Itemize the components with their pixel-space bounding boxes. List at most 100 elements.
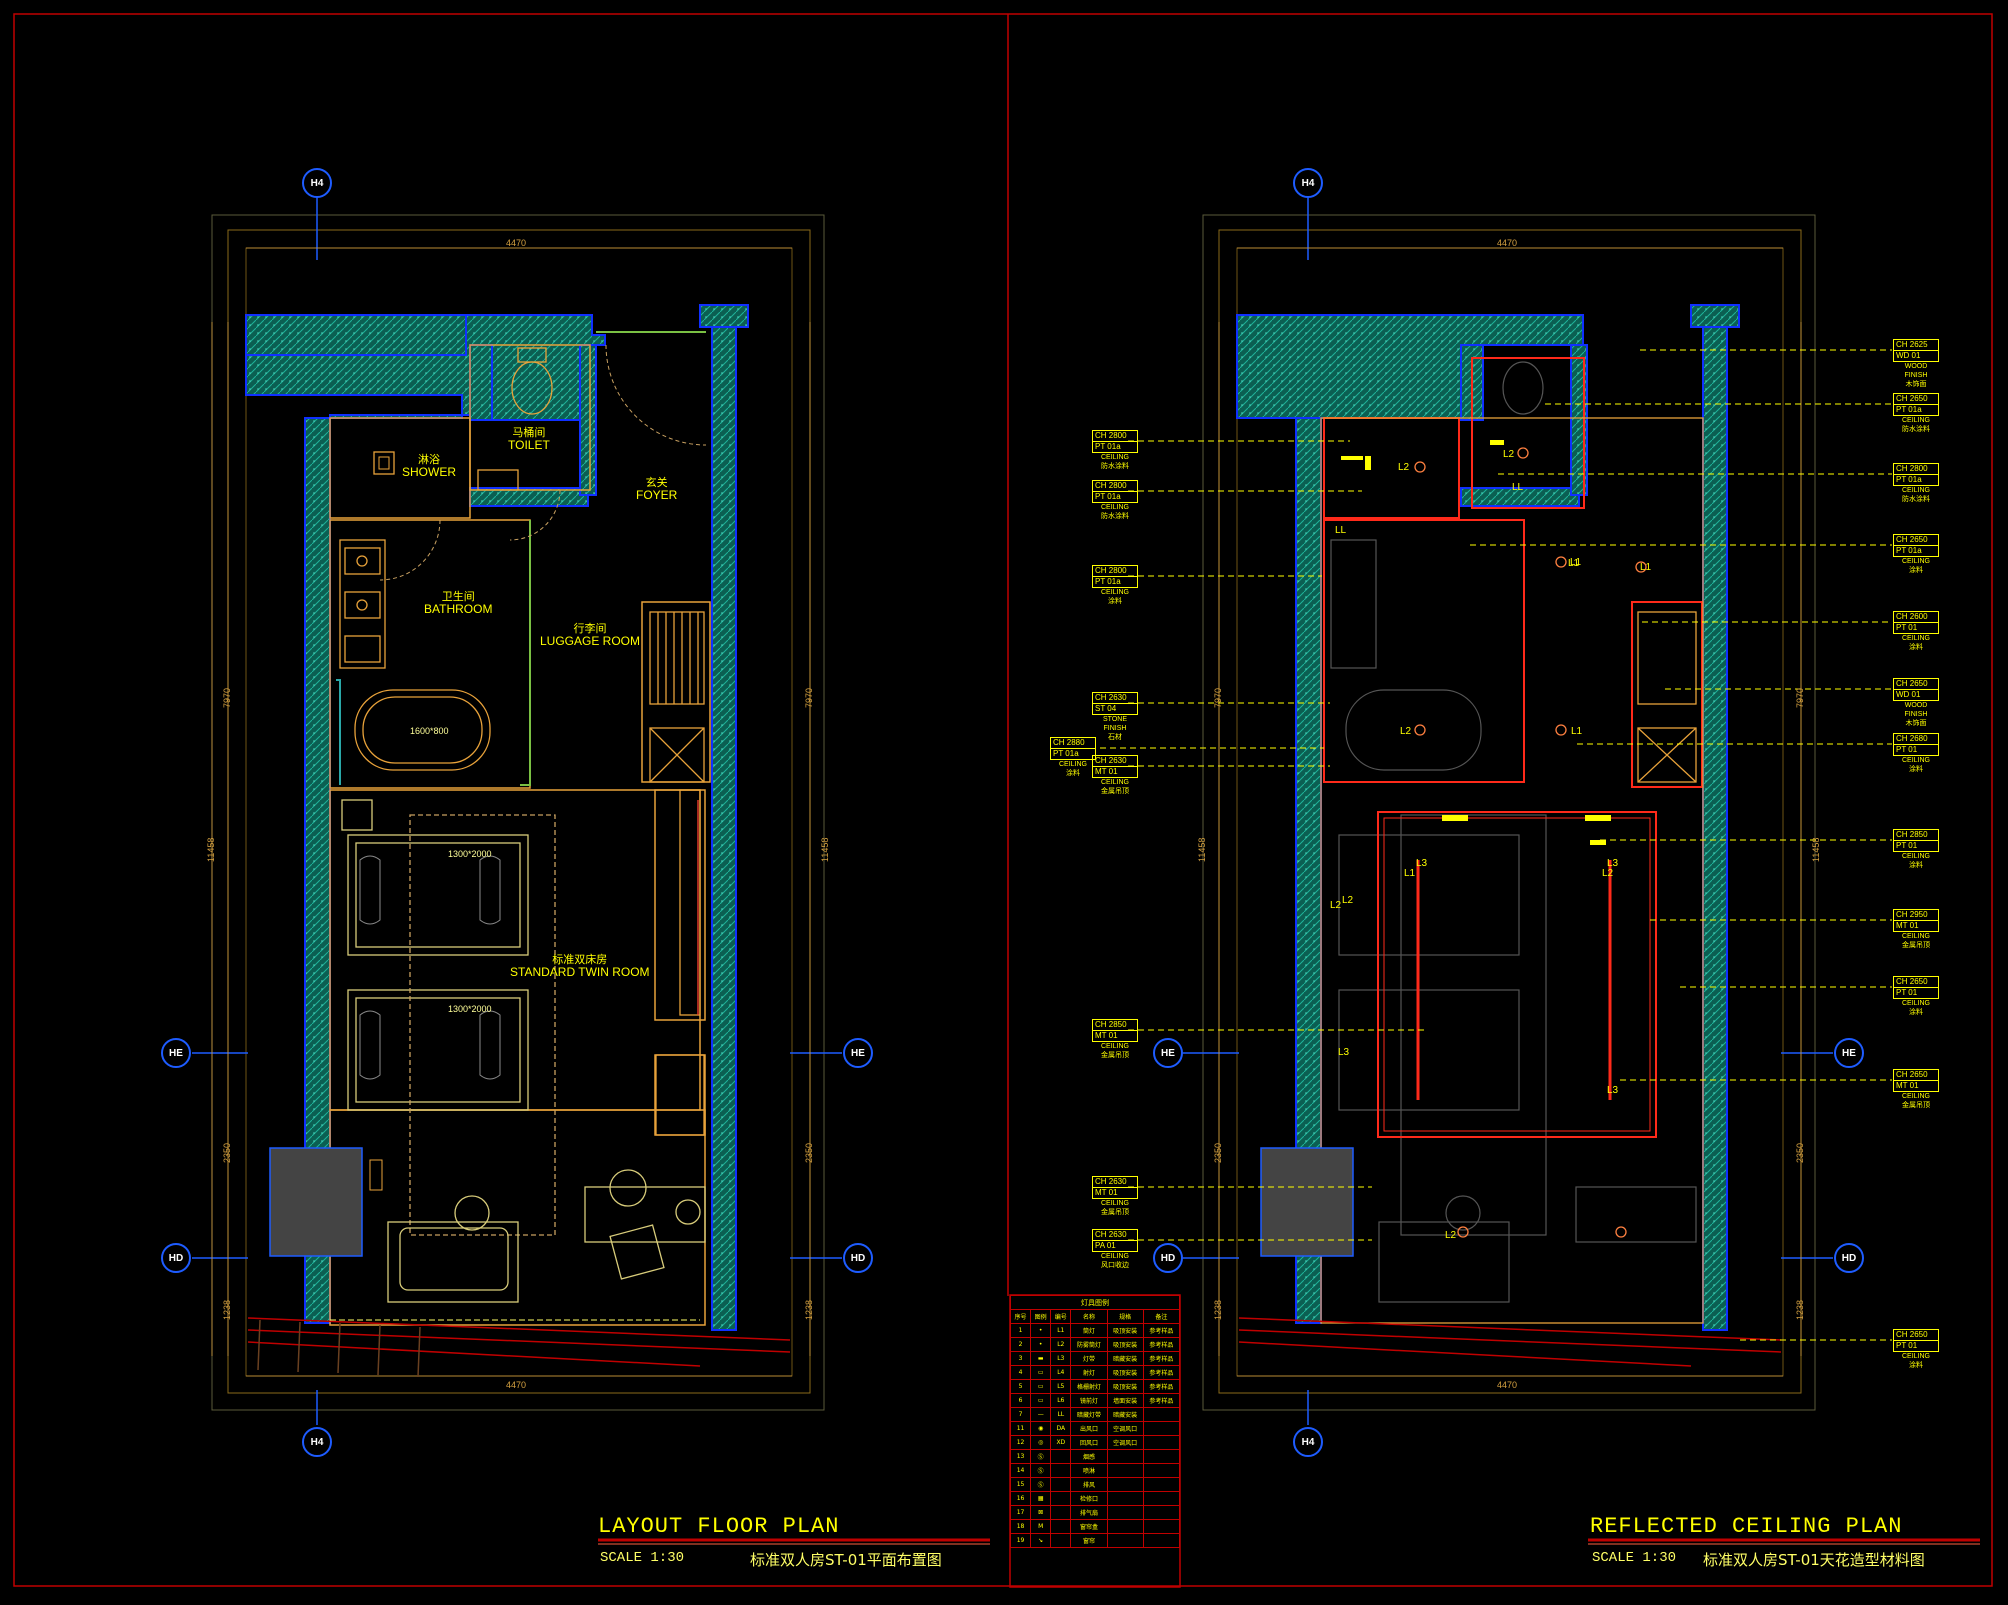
tag-ceiling-height: CH 2630 (1093, 756, 1137, 767)
legend-cell: 烟感 (1070, 1449, 1108, 1464)
grid-bubble-hd-right-2[interactable]: HD (1834, 1243, 1864, 1273)
legend-header-cell: 备注 (1142, 1309, 1181, 1324)
legend-cell (1142, 1421, 1181, 1436)
grid-bubble-he-right-1[interactable]: HE (1153, 1038, 1183, 1068)
ceiling-light-label: L1 (1640, 562, 1652, 573)
ceiling-light-label: L1 (1404, 868, 1416, 879)
legend-row: 17⊠排气扇 (1009, 1505, 1181, 1520)
grid-bubble-he-right-2[interactable]: HE (1834, 1038, 1864, 1068)
tag-material-code: PT 01 (1896, 841, 1918, 850)
room-label-foyer[interactable]: 玄关 FOYER (636, 478, 678, 502)
tag-description: CEILING (1100, 504, 1129, 511)
tag-ceiling-height: CH 2880 (1051, 738, 1095, 749)
grid-bubble-top-right[interactable]: H4 (1293, 168, 1323, 198)
legend-cell: 排气扇 (1070, 1505, 1108, 1520)
legend-cell: 镜前灯 (1070, 1393, 1108, 1408)
grid-bubble-he-left-1[interactable]: HE (161, 1038, 191, 1068)
legend-cell: Ⓢ (1030, 1477, 1052, 1492)
legend-cell: 窗帘 (1070, 1533, 1108, 1548)
ceiling-light-label: L1 (1568, 558, 1580, 569)
room-toilet-cn: 马桶间 (512, 427, 546, 439)
tag-material-code: PA 01 (1095, 1241, 1116, 1250)
tag-description: CEILING (1100, 454, 1129, 461)
room-label-shower[interactable]: 淋浴 SHOWER (402, 455, 456, 479)
tag-description-cn: 防水涂料 (1902, 426, 1930, 433)
tag-description-cn: 金属吊顶 (1101, 788, 1129, 795)
legend-cell: ▭ (1030, 1393, 1052, 1408)
dim-width-bottom-right: 4470 (1497, 1380, 1518, 1390)
grid-bubble-he-left-2[interactable]: HE (843, 1038, 873, 1068)
legend-cell (1106, 1505, 1144, 1520)
legend-cell: 喷淋 (1070, 1463, 1108, 1478)
ceiling-light-label: L2 (1602, 868, 1614, 879)
legend-cell: 防雾筒灯 (1070, 1337, 1108, 1352)
tag-description-cn: 金属吊顶 (1902, 942, 1930, 949)
tag-description: WOOD FINISH (1904, 363, 1928, 379)
tag-description: CEILING (1901, 933, 1930, 940)
legend-cell (1050, 1505, 1072, 1520)
room-label-toilet[interactable]: 马桶间 TOILET (508, 427, 550, 452)
ceiling-light-label: LL (1335, 525, 1347, 536)
grid-bubble-hd-left-2[interactable]: HD (843, 1243, 873, 1273)
legend-header-row: 序号图例编号名称规格备注 (1009, 1309, 1181, 1324)
legend-cell: LL (1050, 1407, 1072, 1422)
room-label-bathroom[interactable]: 卫生间 BATHROOM (424, 592, 492, 616)
grid-bubble-hd-left-1[interactable]: HD (161, 1243, 191, 1273)
tag-description-cn: 木饰面 (1905, 720, 1927, 727)
grid-bubble-top-left[interactable]: H4 (302, 168, 332, 198)
tag-material-code: MT 01 (1095, 767, 1118, 776)
room-label-luggage[interactable]: 行李间 LUGGAGE ROOM (540, 624, 640, 648)
legend-cell (1050, 1533, 1072, 1548)
dim-height-total-right-r: 11458 (1811, 837, 1821, 862)
room-label-twin[interactable]: 标准双床房 STANDARD TWIN ROOM (510, 954, 650, 979)
room-foyer-en: FOYER (636, 488, 678, 502)
tag-ceiling-height: CH 2650 (1894, 679, 1938, 690)
tag-material-code: PT 01a (1095, 577, 1121, 586)
grid-bubble-bottom-right[interactable]: H4 (1293, 1427, 1323, 1457)
tag-description: CEILING (1100, 1253, 1129, 1260)
legend-cell: 空调风口 (1106, 1421, 1144, 1436)
legend-cell: 18 (1009, 1519, 1032, 1534)
room-twin-cn: 标准双床房 (552, 954, 608, 966)
legend-cell (1106, 1477, 1144, 1492)
grid-bubble-hd-right-1[interactable]: HD (1153, 1243, 1183, 1273)
legend-cell: 暗藏安装 (1106, 1407, 1144, 1422)
grid-bubble-bottom-left[interactable]: H4 (302, 1427, 332, 1457)
legend-cell: 吸顶安装 (1106, 1365, 1144, 1380)
dim-height-lower-right-r: 1238 (1795, 1299, 1805, 1320)
legend-cell: 出风口 (1070, 1421, 1108, 1436)
